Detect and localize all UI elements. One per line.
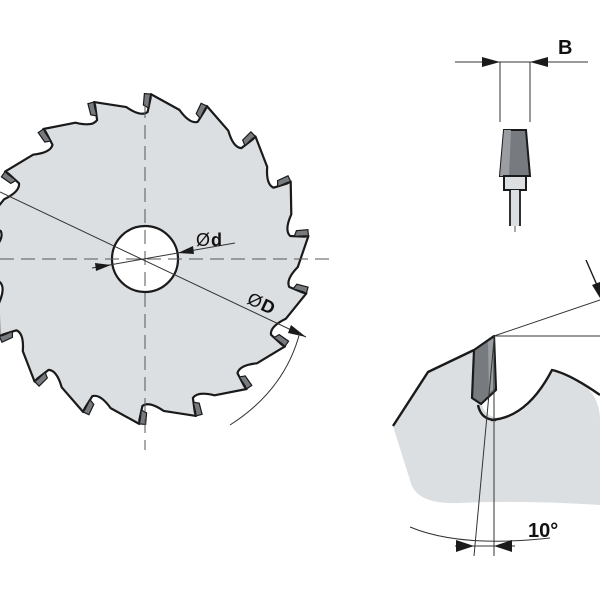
bore-arrowhead-left	[95, 263, 111, 271]
clearance-arrowhead-right	[494, 540, 512, 552]
carbide-tooth-tip	[277, 175, 292, 188]
diameter-extension-arc	[229, 331, 301, 426]
bore-dimension-line	[91, 242, 236, 269]
carbide-tooth-tip	[272, 333, 290, 348]
carbide-tooth-tips	[0, 92, 310, 426]
bore-arrowhead-right	[178, 246, 194, 254]
carbide-tooth-tip	[33, 371, 49, 388]
carbide-tooth-tip	[37, 128, 52, 143]
tooth-detail-outline	[391, 348, 600, 427]
carbide-tip-shading	[500, 130, 511, 176]
clearance-arrowhead-left	[456, 540, 474, 552]
saw-blade-front-view: Ød ØD	[0, 92, 330, 450]
carbide-tooth-tip	[238, 375, 253, 390]
carbide-tooth-tip	[241, 130, 257, 147]
carbide-tooth-tip	[82, 398, 95, 416]
diameter-arrowhead	[288, 325, 306, 337]
tooth-detail-blade	[393, 350, 600, 505]
clearance-angled-line	[473, 339, 495, 557]
hook-angle-arrowhead	[592, 282, 600, 298]
carbide-tooth-tip	[0, 170, 18, 185]
blade-body-side	[503, 175, 527, 191]
bore-label: Ød	[196, 230, 222, 250]
tooth-thickness-view: B	[455, 37, 588, 232]
thickness-arrowhead-right	[530, 57, 548, 67]
clearance-angle-label: 10°	[528, 520, 558, 542]
carbide-tooth-tip	[195, 102, 208, 120]
blade-plate-fill	[511, 190, 519, 226]
clearance-angle-arc	[409, 526, 551, 542]
carbide-tooth-tip	[291, 283, 309, 295]
thickness-label: B	[558, 37, 572, 59]
carbide-tooth-tip	[0, 330, 13, 343]
diameter-dimension-line	[0, 191, 307, 338]
carbide-tooth-tip	[192, 401, 203, 417]
thickness-arrowhead-left	[482, 57, 500, 67]
carbide-tooth-tip	[87, 101, 98, 117]
tooth-radial-reference-line	[493, 299, 600, 337]
carbide-tooth-tip	[293, 229, 310, 238]
tooth-detail-view: 10°	[391, 259, 600, 557]
